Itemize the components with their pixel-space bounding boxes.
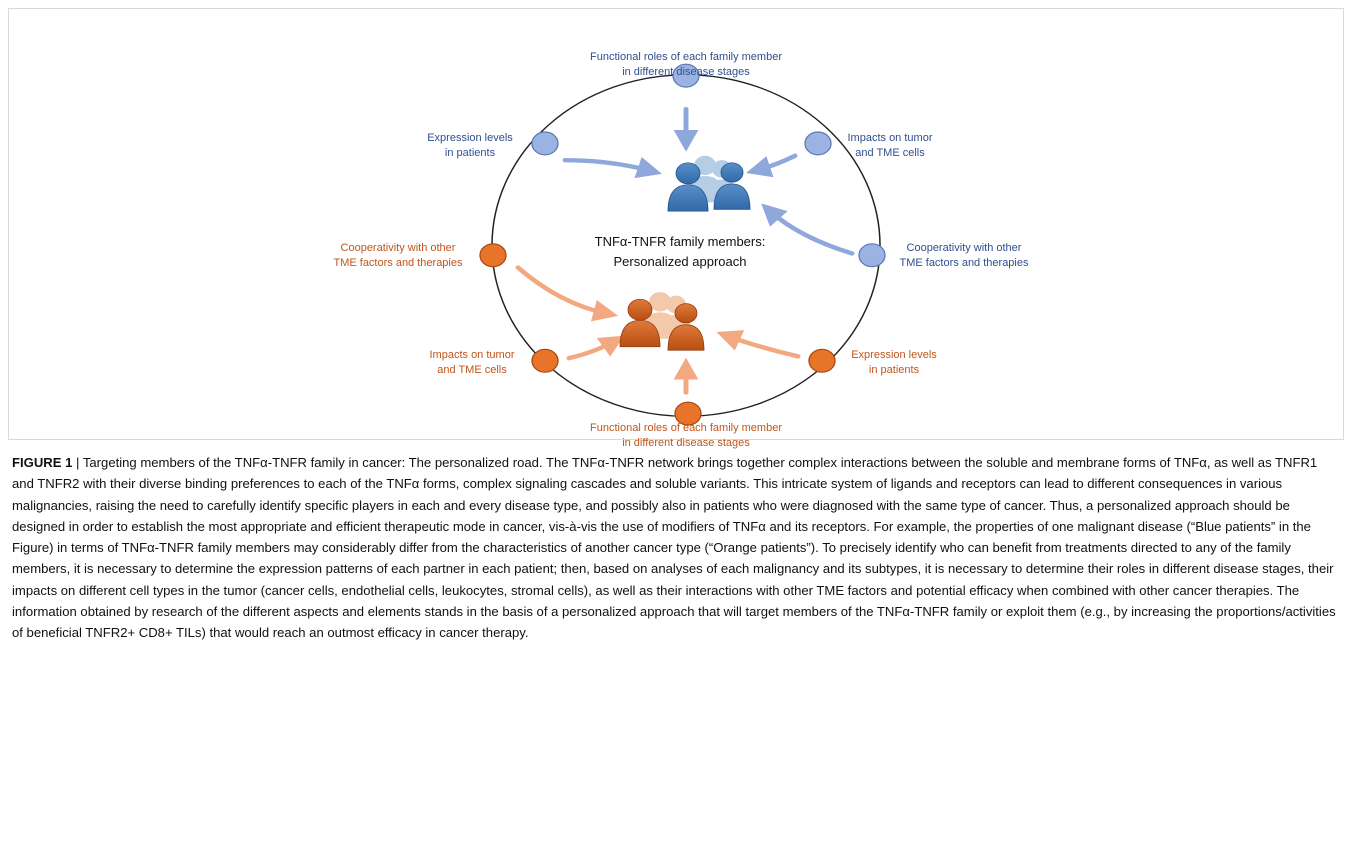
orange-label-expression-line2: in patients: [868, 364, 920, 377]
center-title-line1: TNFα-TNFR family members:: [594, 234, 766, 250]
figure-diagram: [479, 63, 886, 426]
blue-label-impacts-line1: Impacts on tumor: [847, 132, 933, 145]
orange-nodes: [479, 243, 836, 426]
blue-label-expression: Expression levels in patients: [410, 131, 530, 161]
blue-label-functional: Functional roles of each family member i…: [586, 50, 786, 80]
blue-node-impacts: [804, 131, 832, 156]
orange-arrows: [515, 265, 801, 395]
center-title: TNFα-TNFR family members: Personalized a…: [560, 232, 800, 272]
blue-nodes: [531, 63, 886, 268]
caption-separator: |: [72, 455, 83, 470]
blue-label-cooperativity-line2: TME factors and therapies: [899, 257, 1029, 270]
blue-label-expression-line1: Expression levels: [427, 132, 513, 145]
orange-node-expression: [808, 348, 836, 373]
blue-label-cooperativity-line1: Cooperativity with other: [906, 242, 1022, 255]
blue-node-cooperativity: [858, 243, 886, 268]
blue-label-functional-line1: Functional roles of each family member: [590, 51, 782, 64]
orange-label-impacts: Impacts on tumor and TME cells: [412, 348, 532, 378]
orange-label-impacts-line1: Impacts on tumor: [429, 349, 515, 362]
orange-label-cooperativity-line2: TME factors and therapies: [333, 257, 463, 270]
blue-node-expression: [531, 131, 559, 156]
figure-caption: FIGURE 1 | Targeting members of the TNFα…: [12, 452, 1342, 644]
orange-label-impacts-line2: and TME cells: [437, 364, 507, 377]
caption-text: Targeting members of the TNFα-TNFR famil…: [12, 455, 1336, 641]
center-title-line2: Personalized approach: [613, 254, 747, 270]
orange-label-expression-line1: Expression levels: [851, 349, 937, 362]
orange-label-functional: Functional roles of each family member in…: [586, 421, 786, 451]
caption-label: FIGURE 1: [12, 455, 73, 470]
blue-label-functional-line2: in different disease stages: [622, 66, 750, 79]
blue-label-impacts-line2: and TME cells: [855, 147, 925, 160]
orange-label-cooperativity: Cooperativity with other TME factors and…: [318, 241, 478, 271]
blue-label-impacts: Impacts on tumor and TME cells: [830, 131, 950, 161]
blue-patients-icon: [667, 155, 751, 212]
orange-node-impacts: [531, 348, 559, 373]
blue-node-functional: [672, 63, 700, 88]
orange-label-expression: Expression levels in patients: [834, 348, 954, 378]
orange-node-functional: [674, 401, 702, 426]
orange-label-functional-line1: Functional roles of each family member: [590, 421, 782, 434]
blue-label-expression-line2: in patients: [444, 147, 496, 160]
orange-label-cooperativity-line1: Cooperativity with other: [340, 242, 456, 255]
orange-patients-icon: [619, 292, 705, 351]
orange-node-cooperativity: [479, 243, 507, 268]
blue-label-cooperativity: Cooperativity with other TME factors and…: [884, 241, 1044, 271]
blue-arrows: [562, 106, 855, 256]
orange-label-functional-line2: in different disease stages: [622, 436, 750, 449]
